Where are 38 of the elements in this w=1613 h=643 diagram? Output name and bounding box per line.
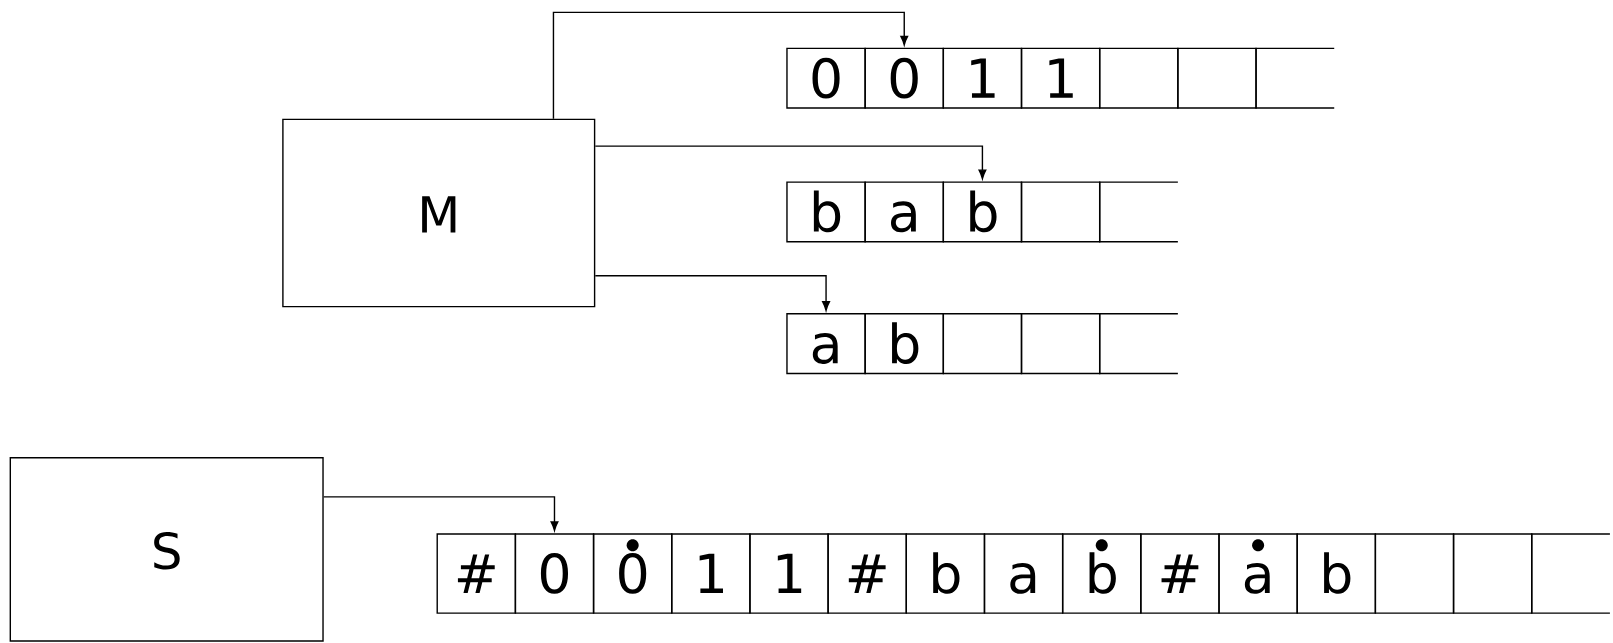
- tape-cell: b: [905, 533, 986, 614]
- arrow: [594, 275, 831, 311]
- tape-cell: a: [864, 181, 945, 243]
- machine-box: M: [282, 118, 596, 308]
- tape-cell: [1099, 313, 1179, 375]
- tape-cell: [1452, 533, 1533, 614]
- tape-cell: [1020, 313, 1101, 375]
- tape-cell: a: [786, 313, 866, 375]
- tape-cell: [1099, 47, 1179, 109]
- tape-cell: [1531, 533, 1611, 614]
- tape-cell: [1374, 533, 1455, 614]
- tape-cell: [1020, 181, 1101, 243]
- tape-cell: b: [1061, 533, 1142, 614]
- tape-cell: [1177, 47, 1257, 109]
- tape-cell: #: [827, 533, 907, 614]
- tape-cell: 1: [671, 533, 751, 614]
- tape-cell: [1099, 181, 1179, 243]
- tape-cell: 0: [786, 47, 866, 109]
- tape-cell: 1: [749, 533, 829, 614]
- tape-cell: 0: [514, 533, 595, 614]
- tape-cell: 0: [864, 47, 945, 109]
- arrow: [552, 11, 909, 120]
- tape-cell: [1255, 47, 1335, 109]
- tape-cell: #: [1140, 533, 1220, 614]
- arrow: [594, 145, 987, 180]
- tape-cell: b: [786, 181, 866, 243]
- tape-cell: b: [1296, 533, 1377, 614]
- tape-cell: b: [864, 313, 945, 375]
- tape-cell: 1: [942, 47, 1023, 109]
- arrow: [323, 496, 559, 532]
- machine-box: S: [9, 457, 324, 642]
- tape-cell: [942, 313, 1023, 375]
- tape-cell: a: [1218, 533, 1298, 614]
- tape-cell: a: [983, 533, 1064, 614]
- tape-cell: #: [436, 533, 517, 614]
- tape-cell: b: [942, 181, 1023, 243]
- tape-cell: 1: [1020, 47, 1101, 109]
- tape-cell: 0: [592, 533, 673, 614]
